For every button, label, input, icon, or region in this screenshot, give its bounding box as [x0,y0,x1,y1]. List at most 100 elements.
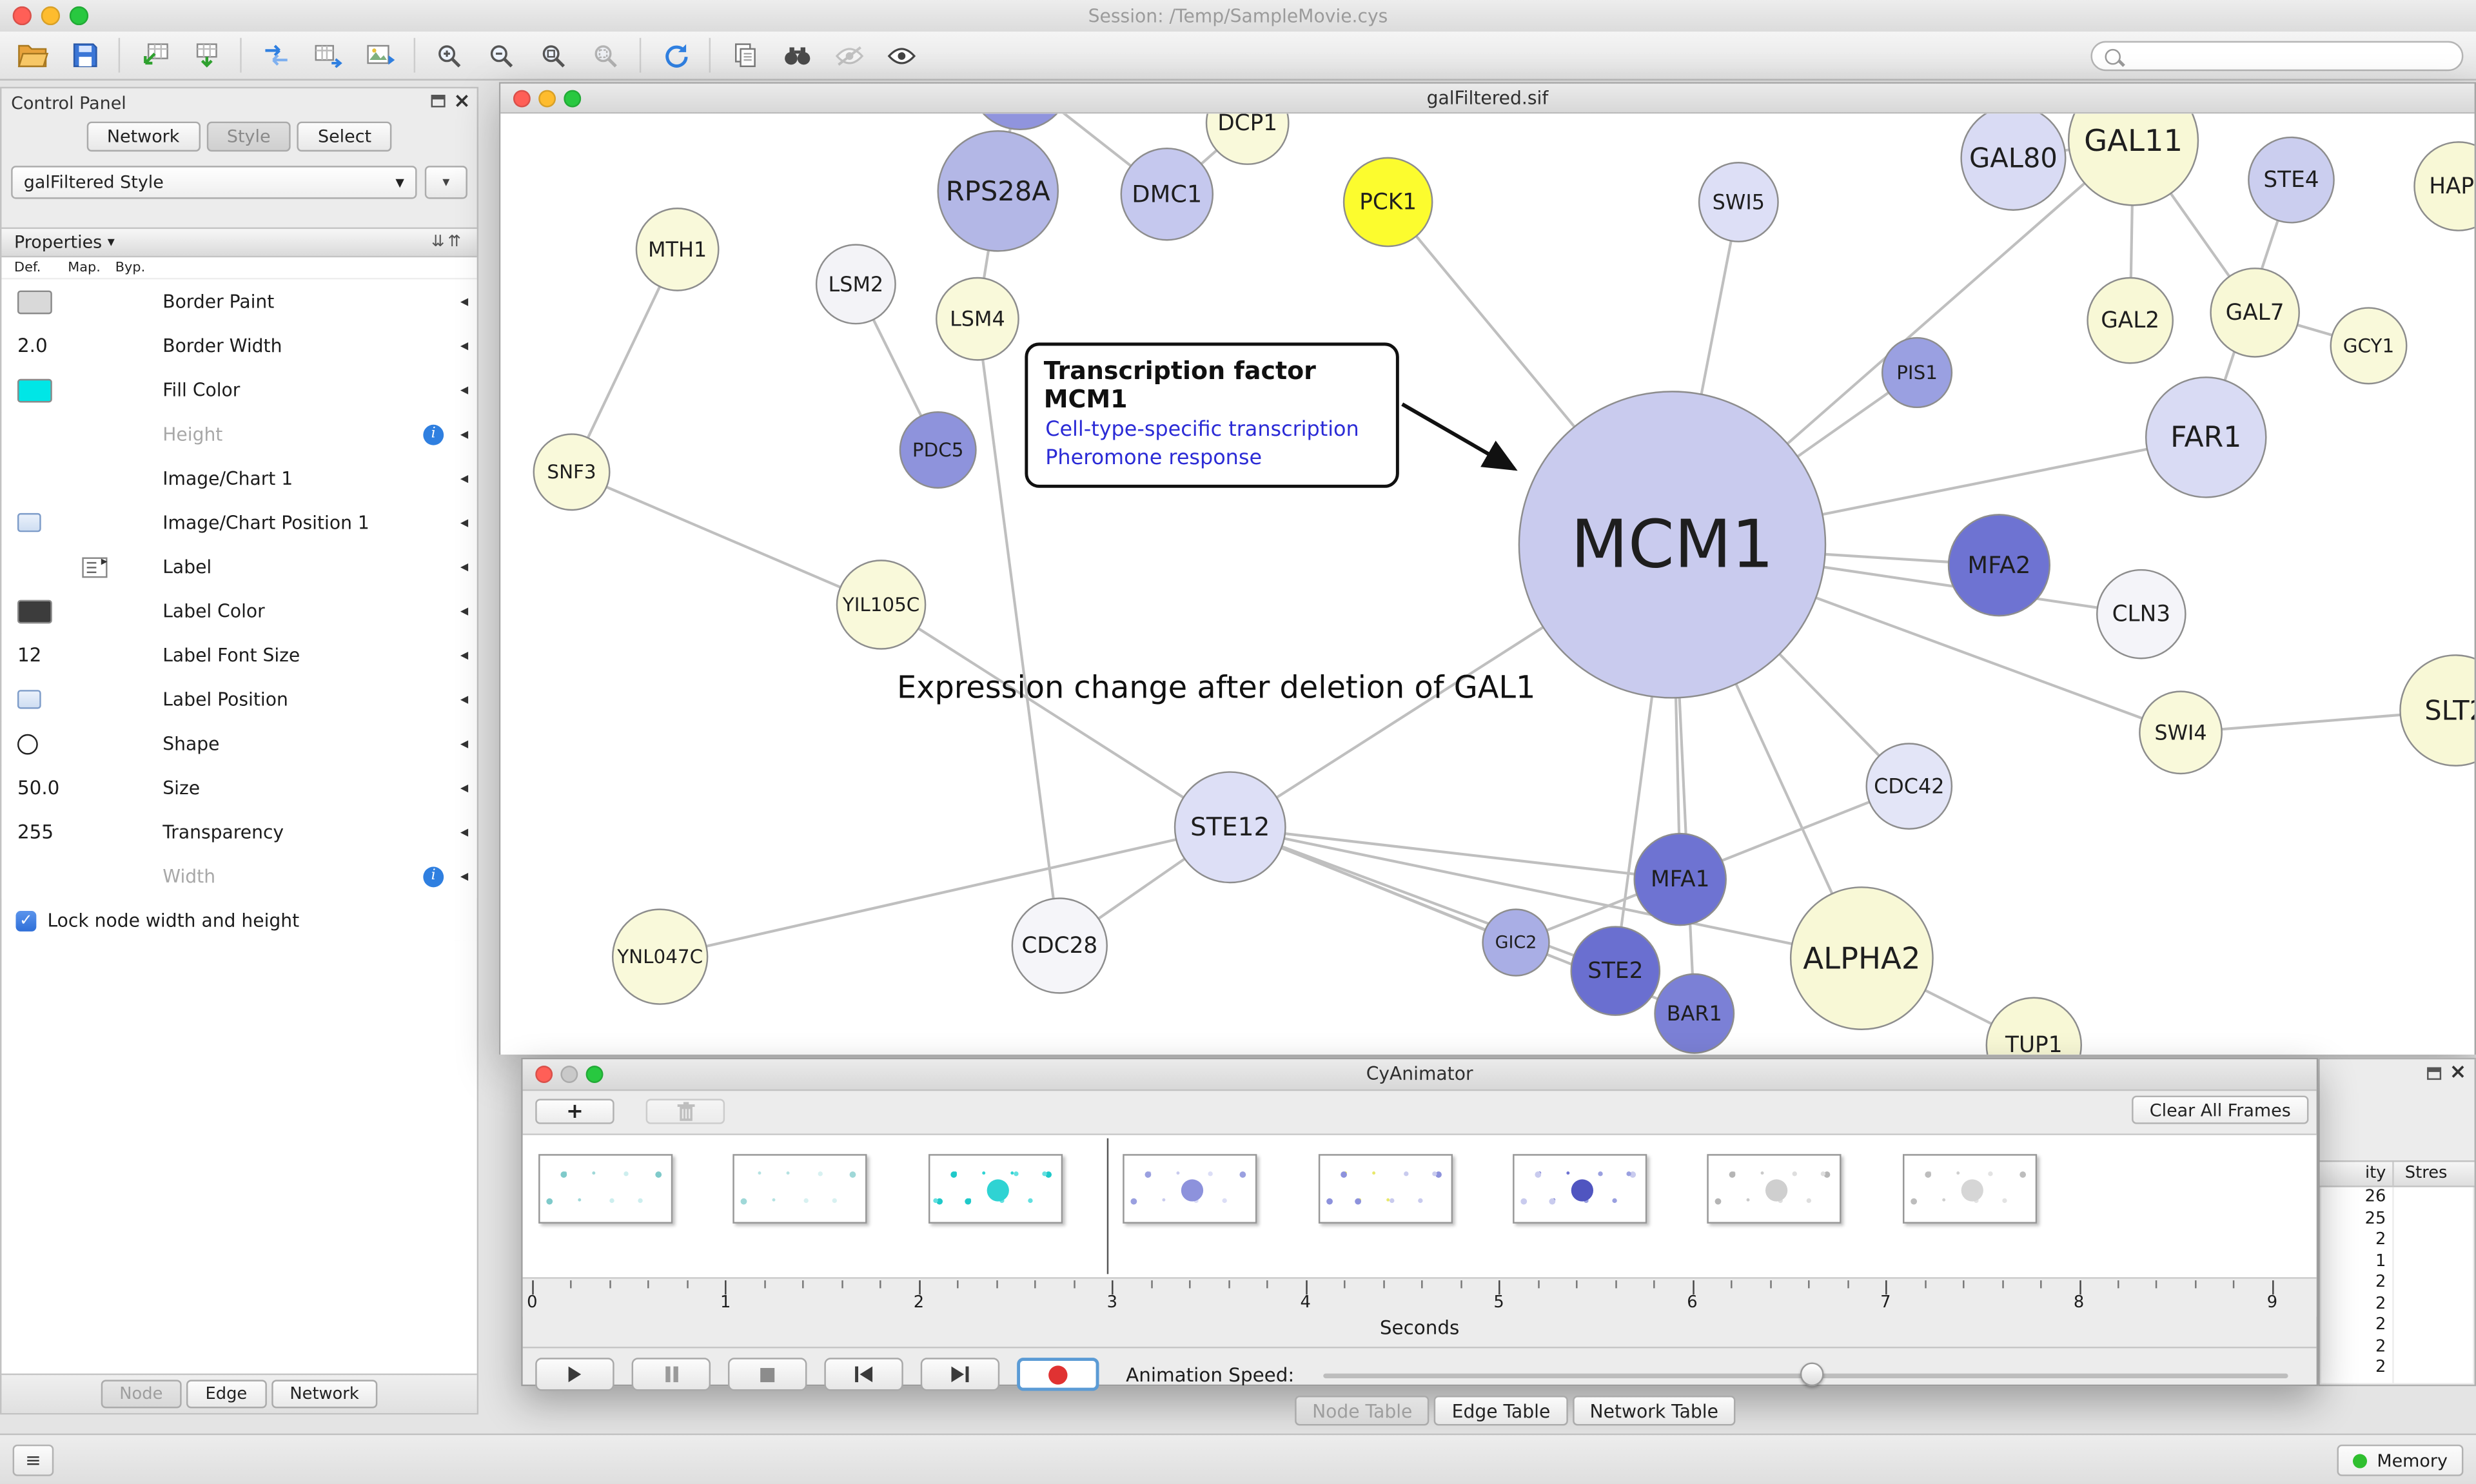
network-node-mth1[interactable]: MTH1 [635,208,720,291]
network-node-gal11[interactable]: GAL11 [2067,113,2199,206]
network-edge[interactable] [880,603,1231,829]
slider-thumb[interactable] [1800,1362,1824,1387]
search-network-icon[interactable] [771,35,823,76]
expand-row-icon[interactable]: ◂ [460,514,469,532]
network-node-gic2[interactable]: GIC2 [1482,908,1550,977]
tab-edge[interactable]: Edge [186,1380,266,1409]
network-node-bar1[interactable]: BAR1 [1654,973,1735,1054]
animation-speed-slider[interactable] [1322,1358,2297,1391]
open-session-icon[interactable] [6,35,59,76]
table-cell-value[interactable]: 2 [2375,1229,2386,1249]
import-table-icon[interactable] [180,35,232,76]
zoom-out-icon[interactable] [475,35,527,76]
network-node-pdc5[interactable]: PDC5 [899,411,977,489]
minimize-window-icon[interactable] [560,1064,578,1082]
network-node-rps28b[interactable] [970,113,1071,131]
memory-button[interactable]: Memory [2337,1444,2464,1476]
expand-row-icon[interactable]: ◂ [460,646,469,664]
network-node-gal7[interactable]: GAL7 [2210,268,2300,358]
play-button[interactable] [535,1358,614,1391]
tab-style[interactable]: Style [206,121,291,152]
network-node-yil105c[interactable]: YIL105C [836,560,927,650]
style-selector[interactable]: galFiltered Style ▾ [11,166,417,199]
float-panel-icon[interactable] [431,94,446,108]
table-cell-value[interactable]: 2 [2375,1336,2386,1356]
table-cell-value[interactable]: 2 [2375,1315,2386,1334]
network-node-rps28a[interactable]: RPS28A [937,130,1059,252]
network-node-ste2[interactable]: STE2 [1570,926,1661,1016]
network-node-lsm2[interactable]: LSM2 [815,244,896,325]
expand-row-icon[interactable]: ◂ [460,602,469,620]
properties-header[interactable]: Properties ▾ ⇊⇈ [1,227,477,258]
frames-timeline[interactable] [522,1133,2317,1279]
search-input[interactable] [2128,43,2462,70]
minimize-window-icon[interactable] [538,89,556,107]
frame-thumbnail-6[interactable] [1707,1154,1842,1224]
tab-network-table[interactable]: Network Table [1572,1395,1736,1426]
default-color-swatch[interactable] [17,289,52,314]
network-edge[interactable] [1230,826,1616,973]
refresh-icon[interactable] [649,35,702,76]
zoom-in-icon[interactable] [423,35,475,76]
network-node-mcm1[interactable]: MCM1 [1518,391,1827,699]
record-button[interactable] [1017,1358,1099,1391]
network-edge[interactable] [1230,826,1862,960]
float-panel-icon[interactable] [2427,1067,2442,1080]
expand-row-icon[interactable]: ◂ [460,293,469,311]
default-color-swatch[interactable] [17,599,52,623]
lock-size-checkbox[interactable]: ✓ [15,910,37,931]
export-table-icon[interactable] [302,35,354,76]
network-edge[interactable] [1230,826,1680,881]
frame-thumbnail-7[interactable] [1902,1154,2037,1224]
tab-edge-table[interactable]: Edge Table [1434,1395,1568,1426]
network-node-slt2[interactable]: SLT2 [2399,654,2475,766]
annotation-link-1[interactable]: Cell-type-specific transcription [1045,418,1359,442]
column-header-stress[interactable]: Stres [2392,1162,2474,1186]
network-canvas[interactable]: RPS28ADMC1DCP1PCK1SWI5GAL80GAL11STE4HAP4… [500,113,2475,1055]
expand-row-icon[interactable]: ◂ [460,867,469,885]
zoom-window-icon[interactable] [564,89,582,107]
network-node-hap4[interactable]: HAP4 [2413,141,2475,231]
property-row-image-chart-1[interactable]: Image/Chart 1◂ [1,456,477,501]
collapse-expand-icons[interactable]: ⇊⇈ [431,233,465,251]
expand-row-icon[interactable]: ◂ [460,469,469,487]
network-window-titlebar[interactable]: galFiltered.sif [500,83,2475,114]
table-cell-value[interactable]: 25 [2364,1208,2386,1228]
property-row-image-chart-position-1[interactable]: Image/Chart Position 1◂ [1,500,477,545]
close-window-icon[interactable] [513,89,531,107]
table-cell-value[interactable]: 2 [2375,1358,2386,1377]
network-transfer-icon[interactable] [250,35,302,76]
network-node-ynl047c[interactable]: YNL047C [611,908,709,1005]
property-row-fill-color[interactable]: Fill Color◂ [1,367,477,413]
delete-frame-button[interactable] [645,1098,725,1124]
network-node-gal80[interactable]: GAL80 [1960,113,2067,211]
zoom-selected-icon[interactable] [580,35,632,76]
search-field[interactable] [2090,41,2464,72]
network-node-mfa1[interactable]: MFA1 [1633,832,1727,926]
network-node-gcy1[interactable]: GCY1 [2330,307,2408,385]
close-panel-icon[interactable]: × [453,90,471,114]
network-node-ste12[interactable]: STE12 [1174,771,1286,884]
close-panel-icon[interactable]: × [2449,1060,2467,1085]
expand-row-icon[interactable]: ◂ [460,735,469,752]
network-node-pck1[interactable]: PCK1 [1342,157,1433,248]
minimize-window-icon[interactable] [41,6,61,26]
export-image-icon[interactable] [354,35,406,76]
network-node-dmc1[interactable]: DMC1 [1120,147,1214,241]
frame-thumbnail-5[interactable] [1513,1154,1647,1224]
frame-thumbnail-2[interactable] [928,1154,1063,1224]
frame-thumbnail-4[interactable] [1317,1154,1453,1224]
property-row-label[interactable]: Label◂ [1,544,477,589]
network-edge[interactable] [660,826,1231,959]
tab-node-table[interactable]: Node Table [1295,1395,1430,1426]
network-node-gal2[interactable]: GAL2 [2087,277,2174,364]
add-frame-button[interactable]: + [535,1098,614,1124]
default-color-swatch[interactable] [17,378,52,402]
expand-row-icon[interactable]: ◂ [460,425,469,443]
first-frame-button[interactable] [824,1358,903,1391]
clear-all-frames-button[interactable]: Clear All Frames [2132,1095,2309,1124]
property-row-label-color[interactable]: Label Color◂ [1,589,477,634]
